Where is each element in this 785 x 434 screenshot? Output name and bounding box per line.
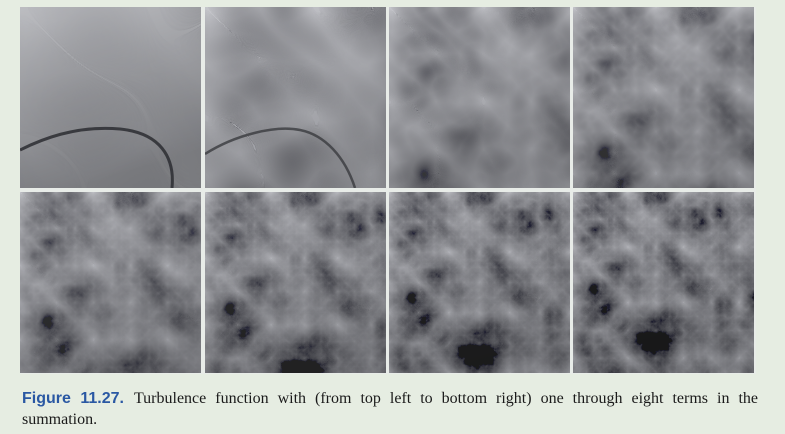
turbulence-texture (205, 7, 386, 188)
turbulence-panel-3 (389, 7, 570, 188)
texture-noise (573, 192, 754, 373)
turbulence-texture (20, 7, 201, 188)
turbulence-panel-5 (20, 192, 201, 373)
texture-noise (205, 192, 386, 373)
turbulence-panel-1 (20, 7, 201, 188)
turbulence-texture (389, 192, 570, 373)
texture-noise (573, 7, 754, 188)
texture-noise (20, 192, 201, 373)
turbulence-panel-6 (205, 192, 386, 373)
turbulence-panel-7 (389, 192, 570, 373)
texture-noise (389, 7, 570, 188)
texture-noise (389, 192, 570, 373)
turbulence-panel-2 (205, 7, 386, 188)
turbulence-texture (205, 192, 386, 373)
turbulence-image-grid (20, 7, 756, 374)
figure-caption: Figure 11.27.Turbulence function with (f… (22, 388, 758, 430)
figure-label: Figure 11.27. (22, 390, 124, 407)
turbulence-texture (20, 192, 201, 373)
texture-noise (20, 7, 201, 188)
crease-line (205, 127, 357, 188)
turbulence-panel-4 (573, 7, 754, 188)
caption-text: Turbulence function with (from top left … (22, 390, 759, 428)
texture-noise (205, 7, 386, 188)
turbulence-panel-8 (573, 192, 754, 373)
turbulence-texture (573, 7, 754, 188)
crease-line (20, 126, 174, 188)
turbulence-texture (389, 7, 570, 188)
turbulence-texture (573, 192, 754, 373)
